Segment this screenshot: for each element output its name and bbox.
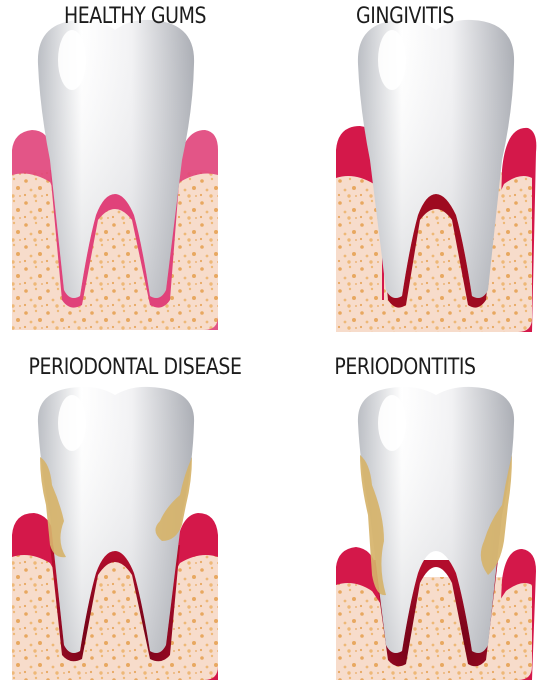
periodontal-disease-tooth-illustration bbox=[0, 345, 270, 690]
tooth-highlight bbox=[58, 30, 86, 90]
tooth-highlight bbox=[378, 395, 406, 451]
panel-healthy-gums: HEALTHY GUMS bbox=[0, 0, 270, 345]
tooth-highlight bbox=[58, 395, 86, 451]
panel-title: GINGIVITIS bbox=[289, 4, 521, 29]
panel-title: PERIODONTITIS bbox=[289, 355, 521, 380]
panel-title: PERIODONTAL DISEASE bbox=[19, 355, 251, 380]
healthy-tooth-illustration bbox=[0, 0, 270, 345]
periodontitis-tooth-illustration bbox=[270, 345, 540, 690]
gingivitis-tooth-illustration bbox=[270, 0, 540, 345]
panel-periodontal-disease: PERIODONTAL DISEASE bbox=[0, 345, 270, 690]
panel-gingivitis: GINGIVITIS bbox=[270, 0, 540, 345]
panel-periodontitis: PERIODONTITIS bbox=[270, 345, 540, 690]
tooth-highlight bbox=[378, 30, 406, 90]
panel-title: HEALTHY GUMS bbox=[19, 4, 251, 29]
